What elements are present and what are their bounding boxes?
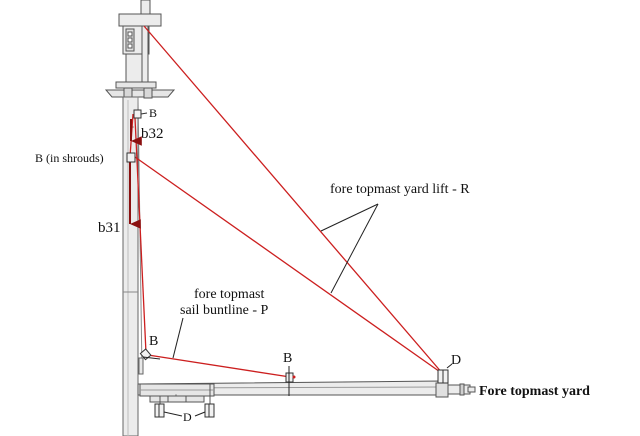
crosstrees (104, 81, 176, 99)
lift-leader-2 (330, 203, 379, 294)
label-buntline-line1: fore topmast (194, 287, 264, 302)
rigging-lines (129, 25, 444, 378)
label-block-b-yard: B (283, 351, 292, 366)
buntline-leader (172, 317, 184, 359)
label-buntline-line2: sail buntline - P (180, 303, 268, 318)
label-yard-lift: fore topmast yard lift - R (330, 182, 470, 197)
leader-lines (142, 203, 453, 417)
block-b-shrouds (126, 152, 136, 163)
yard-sling (139, 383, 215, 408)
label-block-b-top: B (149, 106, 157, 120)
label-block-d-lower: D (183, 410, 192, 424)
block-b-yard (285, 370, 296, 396)
mark-dot (175, 394, 177, 396)
label-b32: b32 (141, 126, 164, 142)
buntline-leader-2 (142, 356, 161, 360)
label-block-d-yardarm: D (451, 353, 461, 368)
label-block-b-shrouds: B (in shrouds) (35, 151, 104, 165)
block-b-top (133, 109, 148, 119)
lead-arrows (129, 119, 142, 229)
topgallant-mast (118, 0, 162, 83)
yard-lift-upper-line (143, 25, 444, 375)
label-block-b-mast: B (149, 334, 158, 349)
label-fore-topmast-yard: Fore topmast yard (479, 384, 590, 399)
d-leader-left (163, 411, 183, 417)
buntline-mast-line (134, 117, 147, 354)
d-leader-right (194, 411, 206, 417)
yard-lift-lower-line (134, 156, 444, 375)
block-d-lower-right (204, 403, 215, 418)
block-d-yardarm (437, 369, 449, 384)
buntline-yard-line (147, 354, 291, 378)
block-d-leader (446, 363, 453, 369)
lift-leader-1 (320, 203, 379, 232)
block-d-lower-left (154, 403, 165, 418)
label-b31: b31 (98, 220, 121, 236)
